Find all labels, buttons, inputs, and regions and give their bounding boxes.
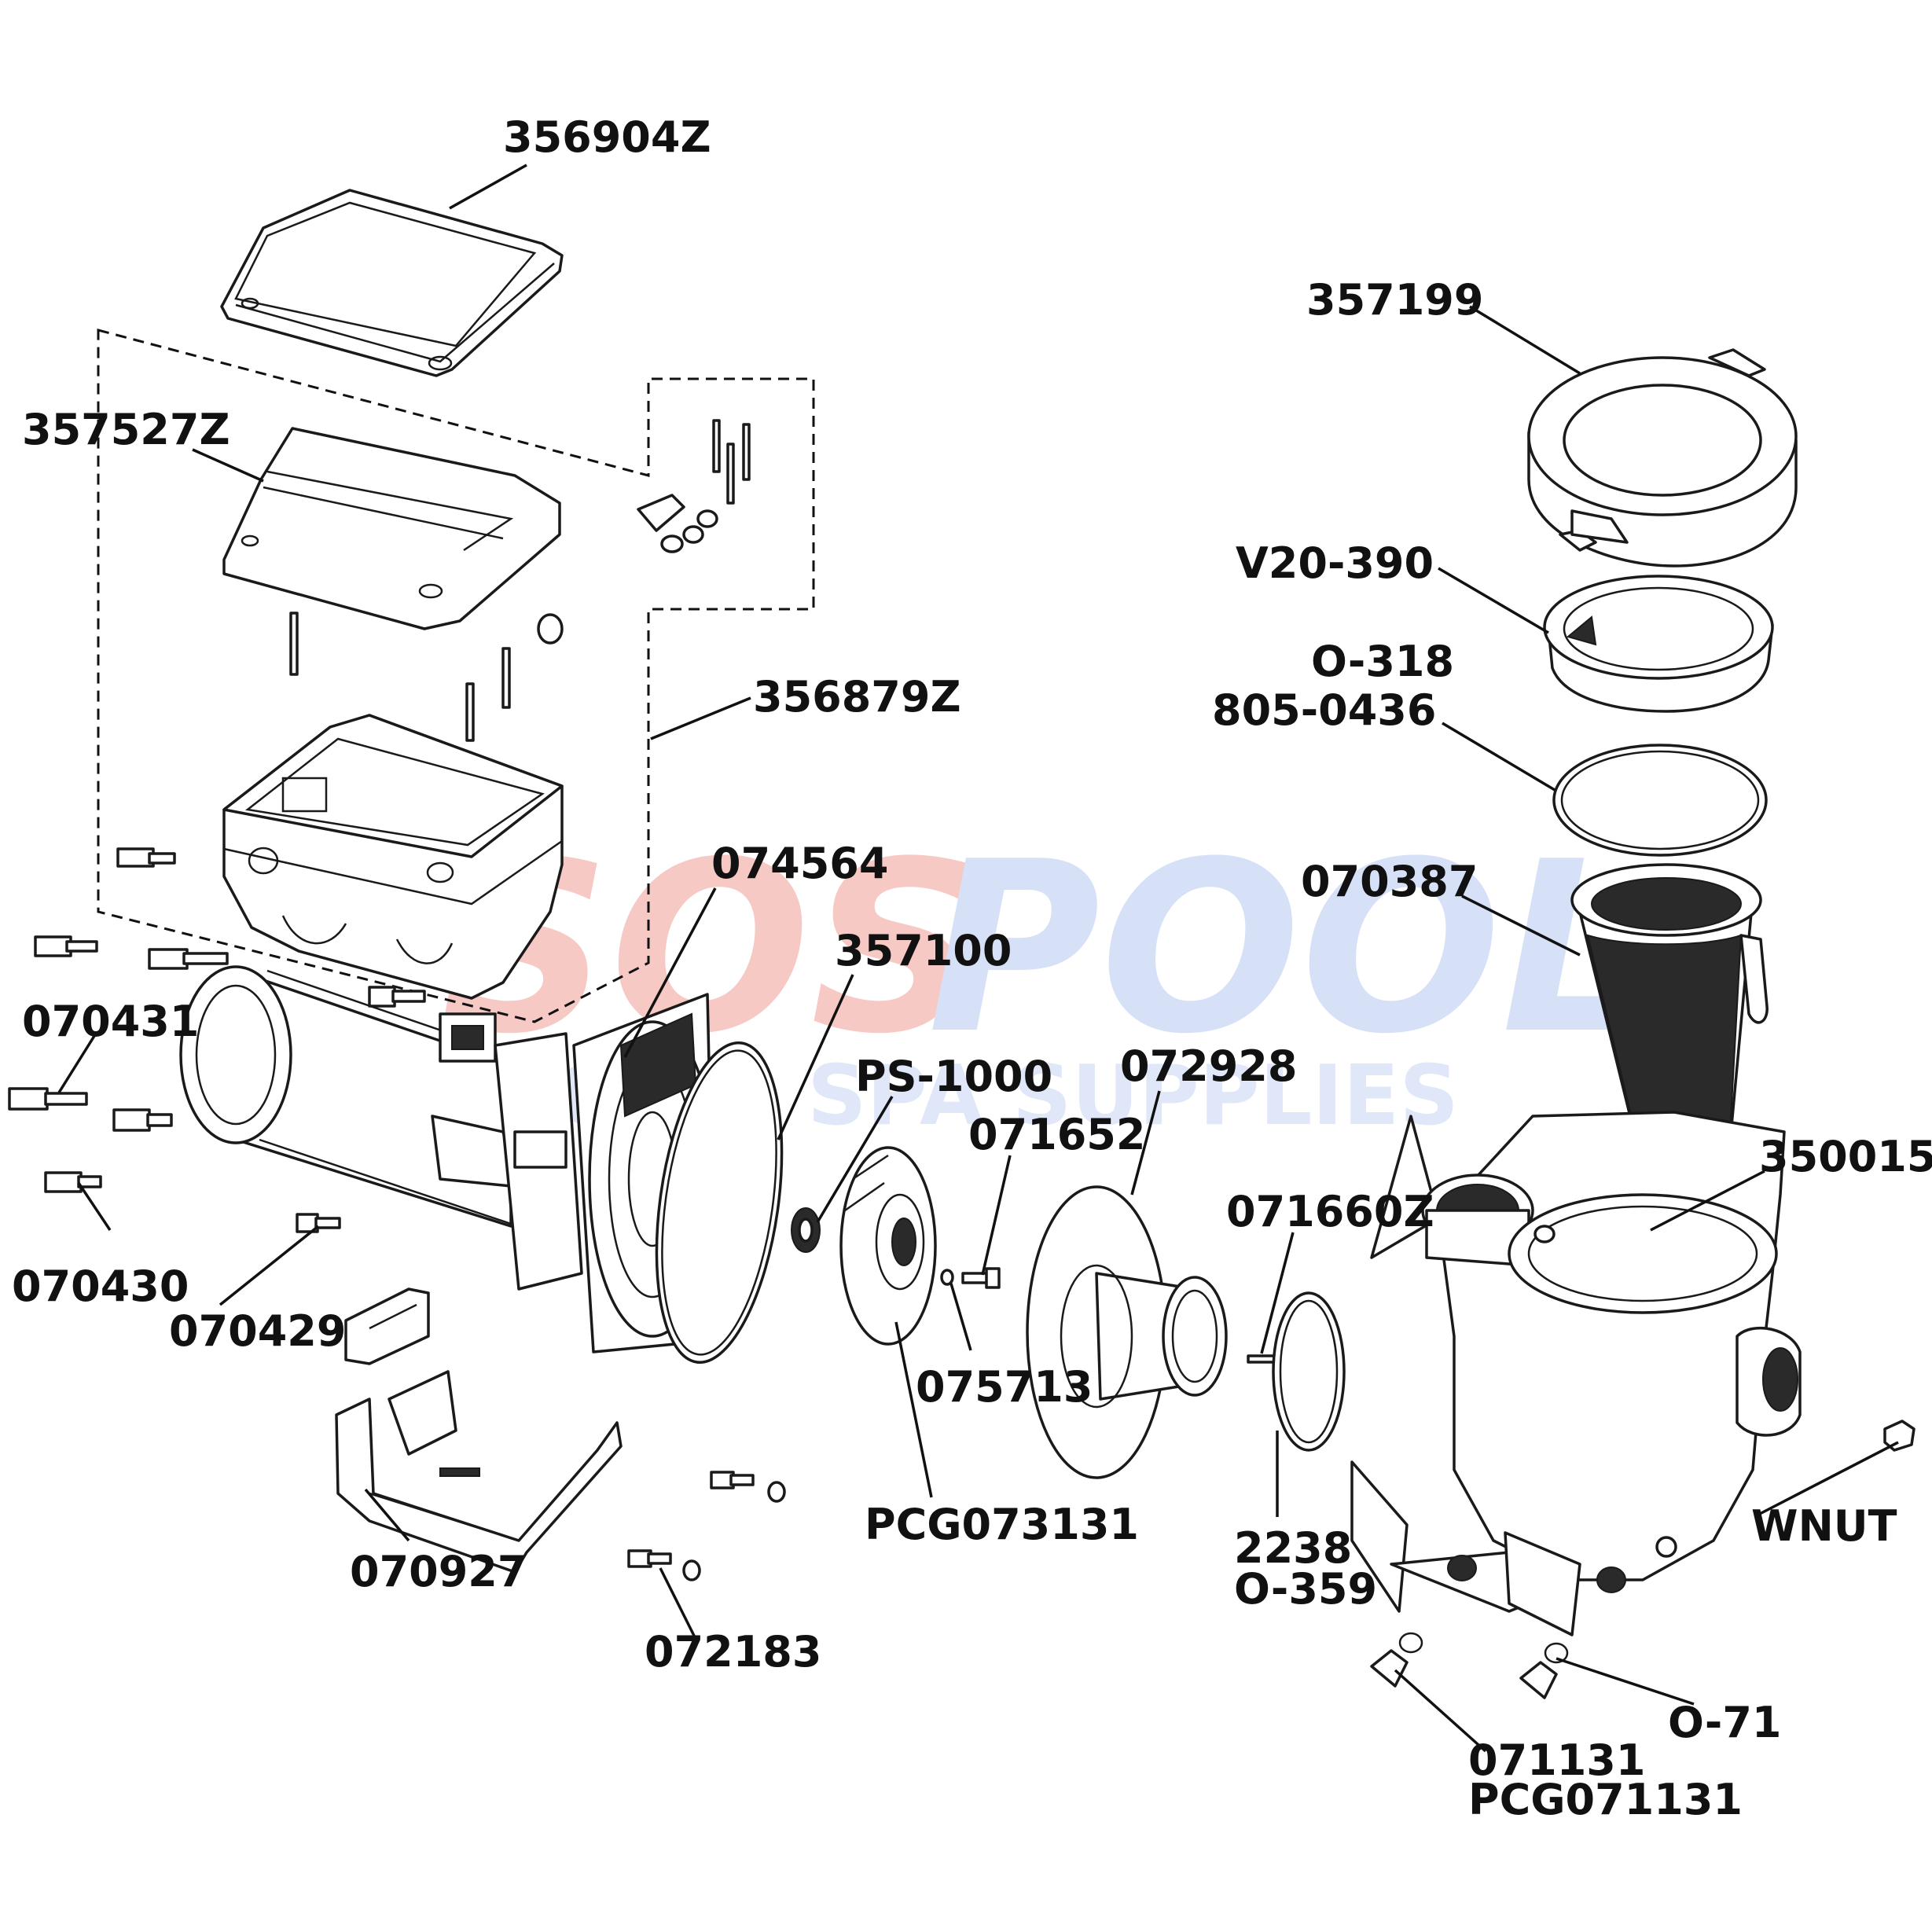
label-070927: 070927 (350, 1547, 527, 1596)
motor-support (344, 1287, 430, 1365)
drive-housing (222, 714, 564, 1000)
drive-kit-outline (97, 329, 815, 1023)
label-072183: 072183 (645, 1627, 821, 1677)
label-2238: 2238 (1234, 1523, 1352, 1573)
drive-top-cover (220, 189, 564, 377)
label-805-0436: 805-0436 (1212, 685, 1436, 735)
pump-housing (1350, 1111, 1802, 1636)
lid-oring (1552, 744, 1768, 857)
oring-o359 (1272, 1291, 1346, 1452)
label-071652: 071652 (968, 1110, 1145, 1159)
pump-base (335, 1370, 623, 1574)
label-PCG071131: PCG071131 (1468, 1775, 1743, 1824)
label-O-71: O-71 (1668, 1698, 1781, 1747)
label-074564: 074564 (711, 839, 888, 888)
clamp-ring (1527, 348, 1798, 567)
label-071131: 071131 (1468, 1735, 1645, 1785)
watermark-pool: POOL (927, 811, 1651, 1085)
label-070430: 070430 (12, 1262, 189, 1311)
motor (179, 965, 583, 1291)
label-PS-1000: PS-1000 (855, 1052, 1052, 1101)
drain-plugs (1370, 1632, 1569, 1699)
label-357199: 357199 (1306, 275, 1483, 325)
drive-screws (289, 419, 751, 742)
impeller (839, 1146, 937, 1346)
label-O-318: O-318 (1311, 637, 1454, 686)
base-bolts (627, 1471, 786, 1581)
label-071660Z: 071660Z (1226, 1187, 1434, 1236)
label-WNUT: WNUT (1751, 1501, 1897, 1551)
label-356904Z: 356904Z (503, 112, 711, 162)
impeller-screw (961, 1267, 1001, 1289)
part-labels: 356904Z 357527Z 356879Z 357199 V20-390 O… (12, 112, 1932, 1824)
label-070431: 070431 (22, 997, 199, 1046)
washer (940, 1269, 954, 1286)
label-070429: 070429 (169, 1306, 346, 1356)
label-PCG073131: PCG073131 (865, 1500, 1139, 1549)
wing-nut (1883, 1420, 1915, 1452)
leader-lines (57, 163, 1899, 1753)
label-357100: 357100 (835, 926, 1012, 975)
strainer-basket (1570, 863, 1769, 1162)
label-070387: 070387 (1301, 857, 1478, 906)
label-V20-390: V20-390 (1236, 538, 1434, 588)
label-072928: 072928 (1120, 1041, 1297, 1091)
drive-display-cover (222, 427, 561, 630)
oring-357100 (655, 1041, 784, 1365)
label-356879Z: 356879Z (753, 672, 961, 722)
diffuser (1026, 1185, 1228, 1479)
label-075713: 075713 (916, 1362, 1093, 1412)
label-357527Z: 357527Z (22, 405, 230, 454)
label-O-359: O-359 (1234, 1564, 1377, 1614)
label-350015: 350015 (1759, 1132, 1932, 1181)
strainer-lid (1543, 575, 1774, 713)
